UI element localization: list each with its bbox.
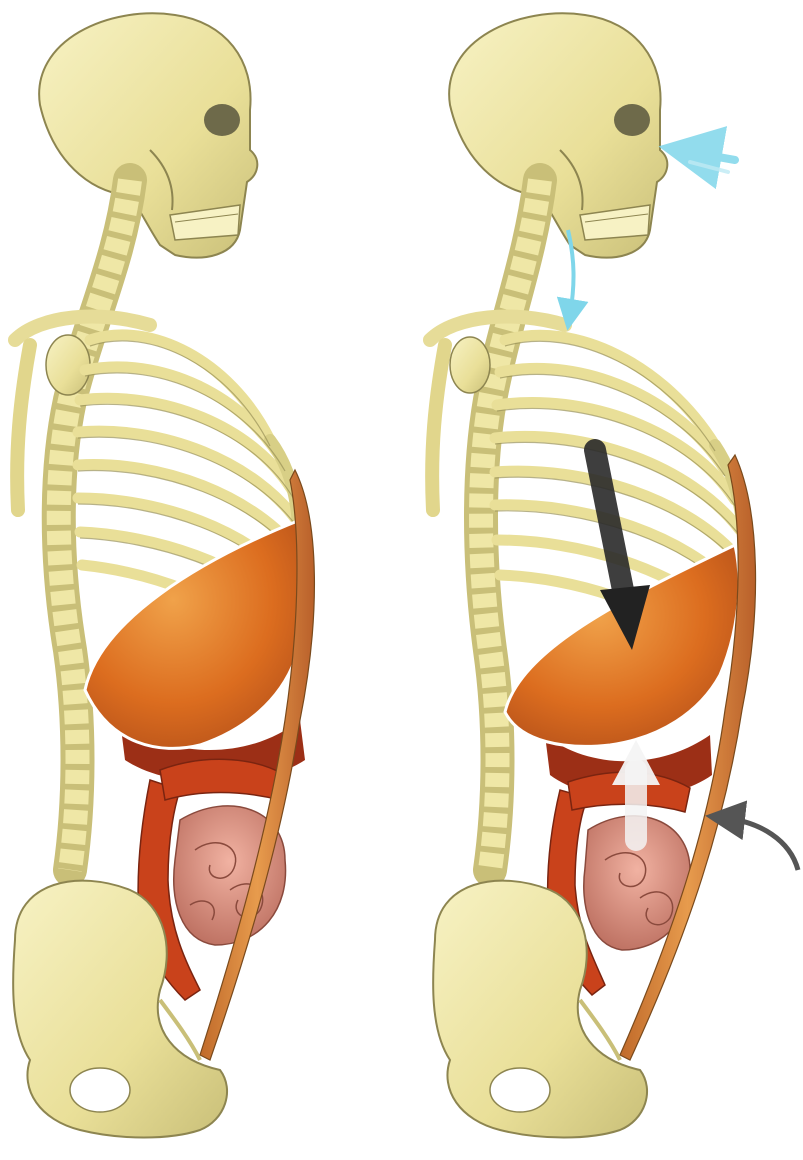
spine-icon: [481, 180, 540, 870]
abdominal-wall-press-arrow-icon: [725, 818, 798, 870]
skull-icon: [449, 13, 667, 257]
spine-icon: [59, 180, 130, 870]
skull-icon: [39, 13, 257, 257]
air-in-nose-arrow-icon: [690, 152, 735, 172]
figure-torso-inhalation: [430, 13, 798, 1137]
figure-torso-relaxed: [13, 13, 314, 1137]
